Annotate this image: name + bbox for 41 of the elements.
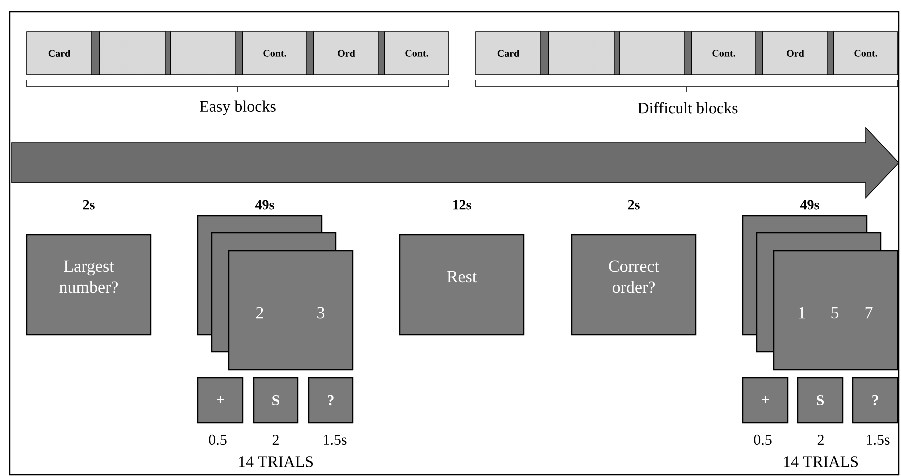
digit: 7 — [866, 307, 873, 319]
duration-label: 1.5s — [324, 434, 347, 446]
trial-screen: + — [742, 377, 789, 424]
trial-screen: + — [197, 377, 244, 424]
trial-screen: ? — [308, 377, 354, 424]
task-block: Card — [476, 32, 542, 76]
task-block: Cont. — [692, 32, 756, 76]
task-block: Ord — [314, 32, 380, 76]
task-block: Cont. — [834, 32, 898, 76]
screen-text: Correct order? — [609, 260, 660, 294]
hatched-block — [548, 32, 616, 76]
block-group-label: Easy blocks — [200, 100, 276, 116]
duration-label: 2s — [628, 200, 640, 210]
screen-text: Rest — [447, 271, 478, 283]
task-block: Ord — [762, 32, 828, 76]
task-block: Cont. — [242, 32, 308, 76]
duration-label: 0.5 — [209, 434, 227, 446]
trial-screen: ? — [852, 377, 899, 424]
duration-label: 49s — [800, 200, 820, 210]
task-block: Cont. — [384, 32, 450, 76]
hatched-block — [100, 32, 166, 76]
block-group-label: Difficult blocks — [638, 102, 738, 114]
duration-label: 1.5s — [867, 434, 890, 446]
duration-label: 49s — [255, 200, 274, 210]
digit: 1 — [799, 307, 806, 319]
duration-label: 2 — [272, 435, 279, 445]
digit: 5 — [832, 307, 839, 319]
trial-screen: S — [253, 377, 299, 424]
duration-label: 2 — [818, 435, 824, 445]
digit: 3 — [318, 307, 325, 319]
hatched-block — [620, 32, 686, 76]
digit: 2 — [256, 307, 264, 319]
trial-screen: S — [797, 377, 844, 424]
screen-text: Largest number? — [60, 260, 118, 294]
trial-count-label: 14 TRIALS — [784, 456, 858, 468]
duration-label: 12s — [453, 200, 472, 210]
task-block: Card — [26, 32, 92, 76]
duration-label: 0.5 — [754, 434, 772, 446]
duration-label: 2s — [83, 200, 95, 210]
trial-count-label: 14 TRIALS — [239, 456, 314, 468]
hatched-block — [170, 32, 236, 76]
